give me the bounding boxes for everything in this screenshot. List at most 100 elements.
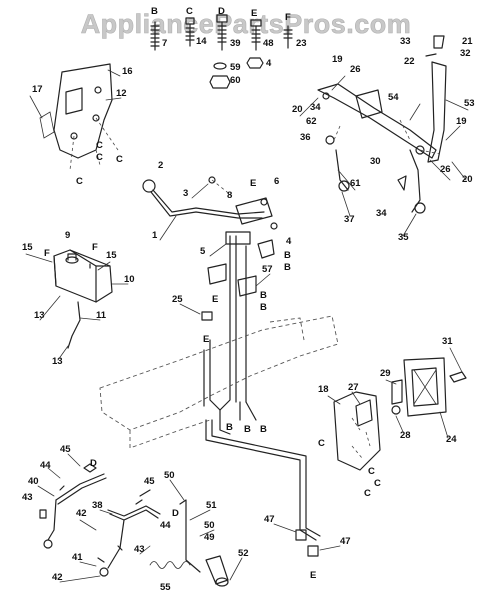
label-c: C — [318, 438, 325, 449]
bracket-assembly — [39, 63, 119, 171]
label-c: C — [374, 478, 381, 489]
label-11: 11 — [96, 310, 107, 321]
label-34: 34 — [376, 208, 387, 219]
label-e: E — [250, 178, 256, 189]
label-15: 15 — [22, 242, 33, 253]
label-29: 29 — [380, 368, 391, 379]
label-20: 20 — [292, 104, 303, 115]
label-d: D — [218, 6, 225, 17]
label-4: 4 — [266, 58, 272, 69]
label-36: 36 — [300, 132, 311, 143]
label-34: 34 — [310, 102, 321, 113]
label-25: 25 — [172, 294, 183, 305]
label-42: 42 — [52, 572, 63, 583]
fuel-tank — [53, 249, 113, 349]
label-13: 13 — [52, 356, 63, 367]
label-b: B — [284, 250, 291, 261]
label-42: 42 — [76, 508, 87, 519]
label-5: 5 — [200, 246, 206, 257]
label-b: B — [226, 422, 233, 433]
label-17: 17 — [32, 84, 43, 95]
label-3: 3 — [183, 188, 188, 199]
label-14: 14 — [196, 36, 207, 47]
label-48: 48 — [263, 38, 274, 49]
label-8: 8 — [227, 190, 232, 201]
label-19: 19 — [456, 116, 467, 127]
label-47: 47 — [340, 536, 351, 547]
label-43: 43 — [22, 492, 33, 503]
label-21: 21 — [462, 36, 473, 47]
label-9: 9 — [65, 230, 70, 241]
label-40: 40 — [28, 476, 39, 487]
shift-lever-assembly — [142, 176, 278, 230]
label-e: E — [212, 294, 218, 305]
label-53: 53 — [464, 98, 475, 109]
label-23: 23 — [296, 38, 307, 49]
label-c: C — [76, 176, 83, 187]
label-30: 30 — [370, 156, 381, 167]
label-51: 51 — [206, 500, 217, 511]
label-26: 26 — [350, 64, 361, 75]
label-b: B — [260, 290, 267, 301]
label-6: 6 — [274, 176, 279, 187]
label-b: B — [260, 302, 267, 313]
watermark: AppliancePartsPros.com — [81, 9, 412, 39]
pedal-linkage-assembly — [317, 35, 447, 214]
label-38: 38 — [92, 500, 103, 511]
label-f: F — [285, 12, 291, 23]
label-60: 60 — [230, 75, 241, 86]
label-43: 43 — [134, 544, 145, 555]
label-50: 50 — [204, 520, 215, 531]
label-1: 1 — [152, 230, 158, 241]
lower-linkage-assembly — [39, 463, 229, 587]
label-4: 4 — [286, 236, 292, 247]
label-41: 41 — [72, 552, 83, 563]
label-26: 26 — [440, 164, 451, 175]
label-19: 19 — [332, 54, 343, 65]
shift-rod-linkage — [201, 231, 275, 435]
label-c: C — [96, 152, 103, 163]
label-15: 15 — [106, 250, 117, 261]
label-7: 7 — [162, 38, 167, 49]
label-45: 45 — [144, 476, 155, 487]
label-f: F — [92, 242, 98, 253]
part-labels: B C D E F 7 14 39 48 23 59 60 4 16 17 12… — [22, 6, 475, 593]
label-45: 45 — [60, 444, 71, 455]
label-47: 47 — [264, 514, 275, 525]
label-13: 13 — [34, 310, 45, 321]
label-44: 44 — [40, 460, 51, 471]
label-c: C — [368, 466, 375, 477]
label-c: C — [364, 488, 371, 499]
label-c: C — [116, 154, 123, 165]
label-33: 33 — [400, 36, 411, 47]
label-39: 39 — [230, 38, 241, 49]
label-57: 57 — [262, 264, 273, 275]
label-62: 62 — [306, 116, 317, 127]
label-e: E — [203, 334, 209, 345]
label-31: 31 — [442, 336, 453, 347]
label-18: 18 — [318, 384, 329, 395]
label-10: 10 — [124, 274, 135, 285]
label-b: B — [151, 6, 158, 17]
label-e: E — [310, 570, 316, 581]
label-22: 22 — [404, 56, 415, 67]
label-d: D — [90, 458, 97, 469]
label-50: 50 — [164, 470, 175, 481]
fastener-group — [150, 14, 293, 89]
label-c: C — [96, 140, 103, 151]
label-12: 12 — [116, 88, 127, 99]
leader-lines — [25, 69, 469, 583]
label-20: 20 — [462, 174, 473, 185]
label-c: C — [186, 6, 193, 17]
label-16: 16 — [122, 66, 133, 77]
label-24: 24 — [446, 434, 457, 445]
label-f: F — [44, 248, 50, 259]
transmission-plate-outline — [99, 315, 339, 449]
label-61: 61 — [350, 178, 361, 189]
label-e: E — [251, 8, 257, 19]
label-37: 37 — [344, 214, 355, 225]
label-44: 44 — [160, 520, 171, 531]
label-b: B — [244, 424, 251, 435]
label-28: 28 — [400, 430, 411, 441]
